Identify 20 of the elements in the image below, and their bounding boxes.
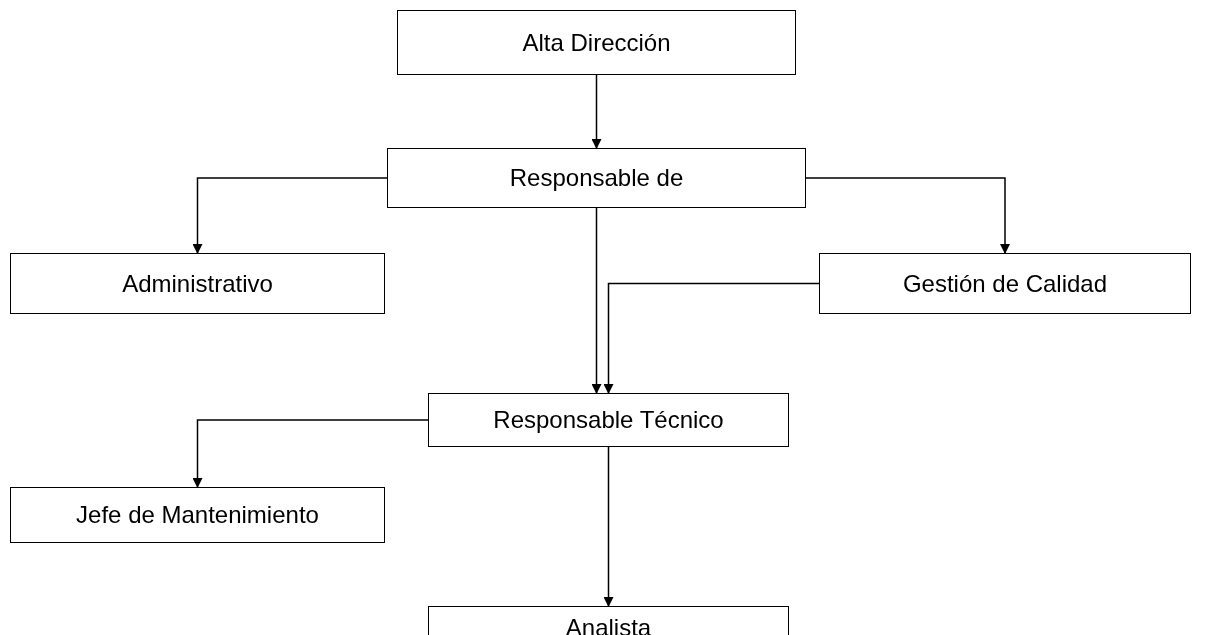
arrow [192,177,388,254]
org-box [10,253,385,314]
arrow [591,74,602,149]
org-box [428,606,789,635]
arrow [603,282,820,394]
org-box [387,148,806,208]
arrow [591,207,602,394]
org-box [10,487,385,543]
arrow [805,177,1010,254]
org-box [397,10,796,75]
org-box [428,393,789,447]
org-box [819,253,1191,314]
arrow [192,419,429,488]
box-label: Administrativo [122,268,273,299]
box-label: Responsable Técnico [493,405,724,435]
box-label: Gestión de Calidad [902,268,1108,299]
box-label: Jefe de Mantenimiento [76,500,319,530]
box-label: Alta Dirección [522,27,671,58]
arrow [603,446,614,607]
box-label: Responsable de [509,163,684,193]
